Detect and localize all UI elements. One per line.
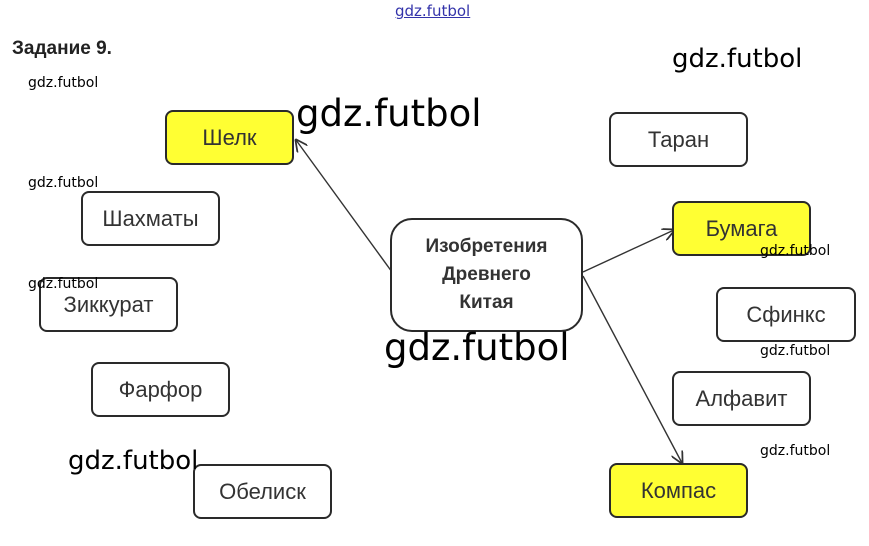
node-ram: Таран [609, 112, 748, 167]
watermark: gdz.futbol [760, 343, 831, 359]
watermark: gdz.futbol [760, 243, 831, 259]
task-title: Задание 9. [12, 38, 112, 59]
node-paper: Бумага [672, 201, 811, 256]
center-label-line-2: Древнего [442, 264, 531, 285]
watermark: gdz.futbol [28, 75, 99, 91]
node-compass: Компас [609, 463, 748, 518]
node-silk: Шелк [165, 110, 294, 165]
arrow-to-compass [582, 275, 682, 463]
center-label-line-3: Китая [459, 292, 514, 313]
arrow-to-silk [296, 140, 393, 273]
node-ziggurat: Зиккурат [39, 277, 178, 332]
node-sphinx: Сфинкс [716, 287, 856, 342]
node-obelisk: Обелиск [193, 464, 332, 519]
center-label-line-1: Изобретения [425, 236, 548, 257]
watermark: gdz.futbol [68, 446, 199, 476]
watermark-top: gdz.futbol [395, 2, 471, 20]
central-concept-box: Изобретения Древнего Китая [390, 218, 583, 332]
node-porcelain: Фарфор [91, 362, 230, 417]
node-chess: Шахматы [81, 191, 220, 246]
watermark: gdz.futbol [672, 44, 803, 74]
watermark: gdz.futbol [760, 443, 831, 459]
arrow-to-paper [582, 230, 674, 273]
watermark: gdz.futbol [296, 92, 482, 135]
watermark: gdz.futbol [28, 276, 99, 292]
node-alphabet: Алфавит [672, 371, 811, 426]
watermark: gdz.futbol [28, 175, 99, 191]
watermark: gdz.futbol [384, 326, 570, 369]
